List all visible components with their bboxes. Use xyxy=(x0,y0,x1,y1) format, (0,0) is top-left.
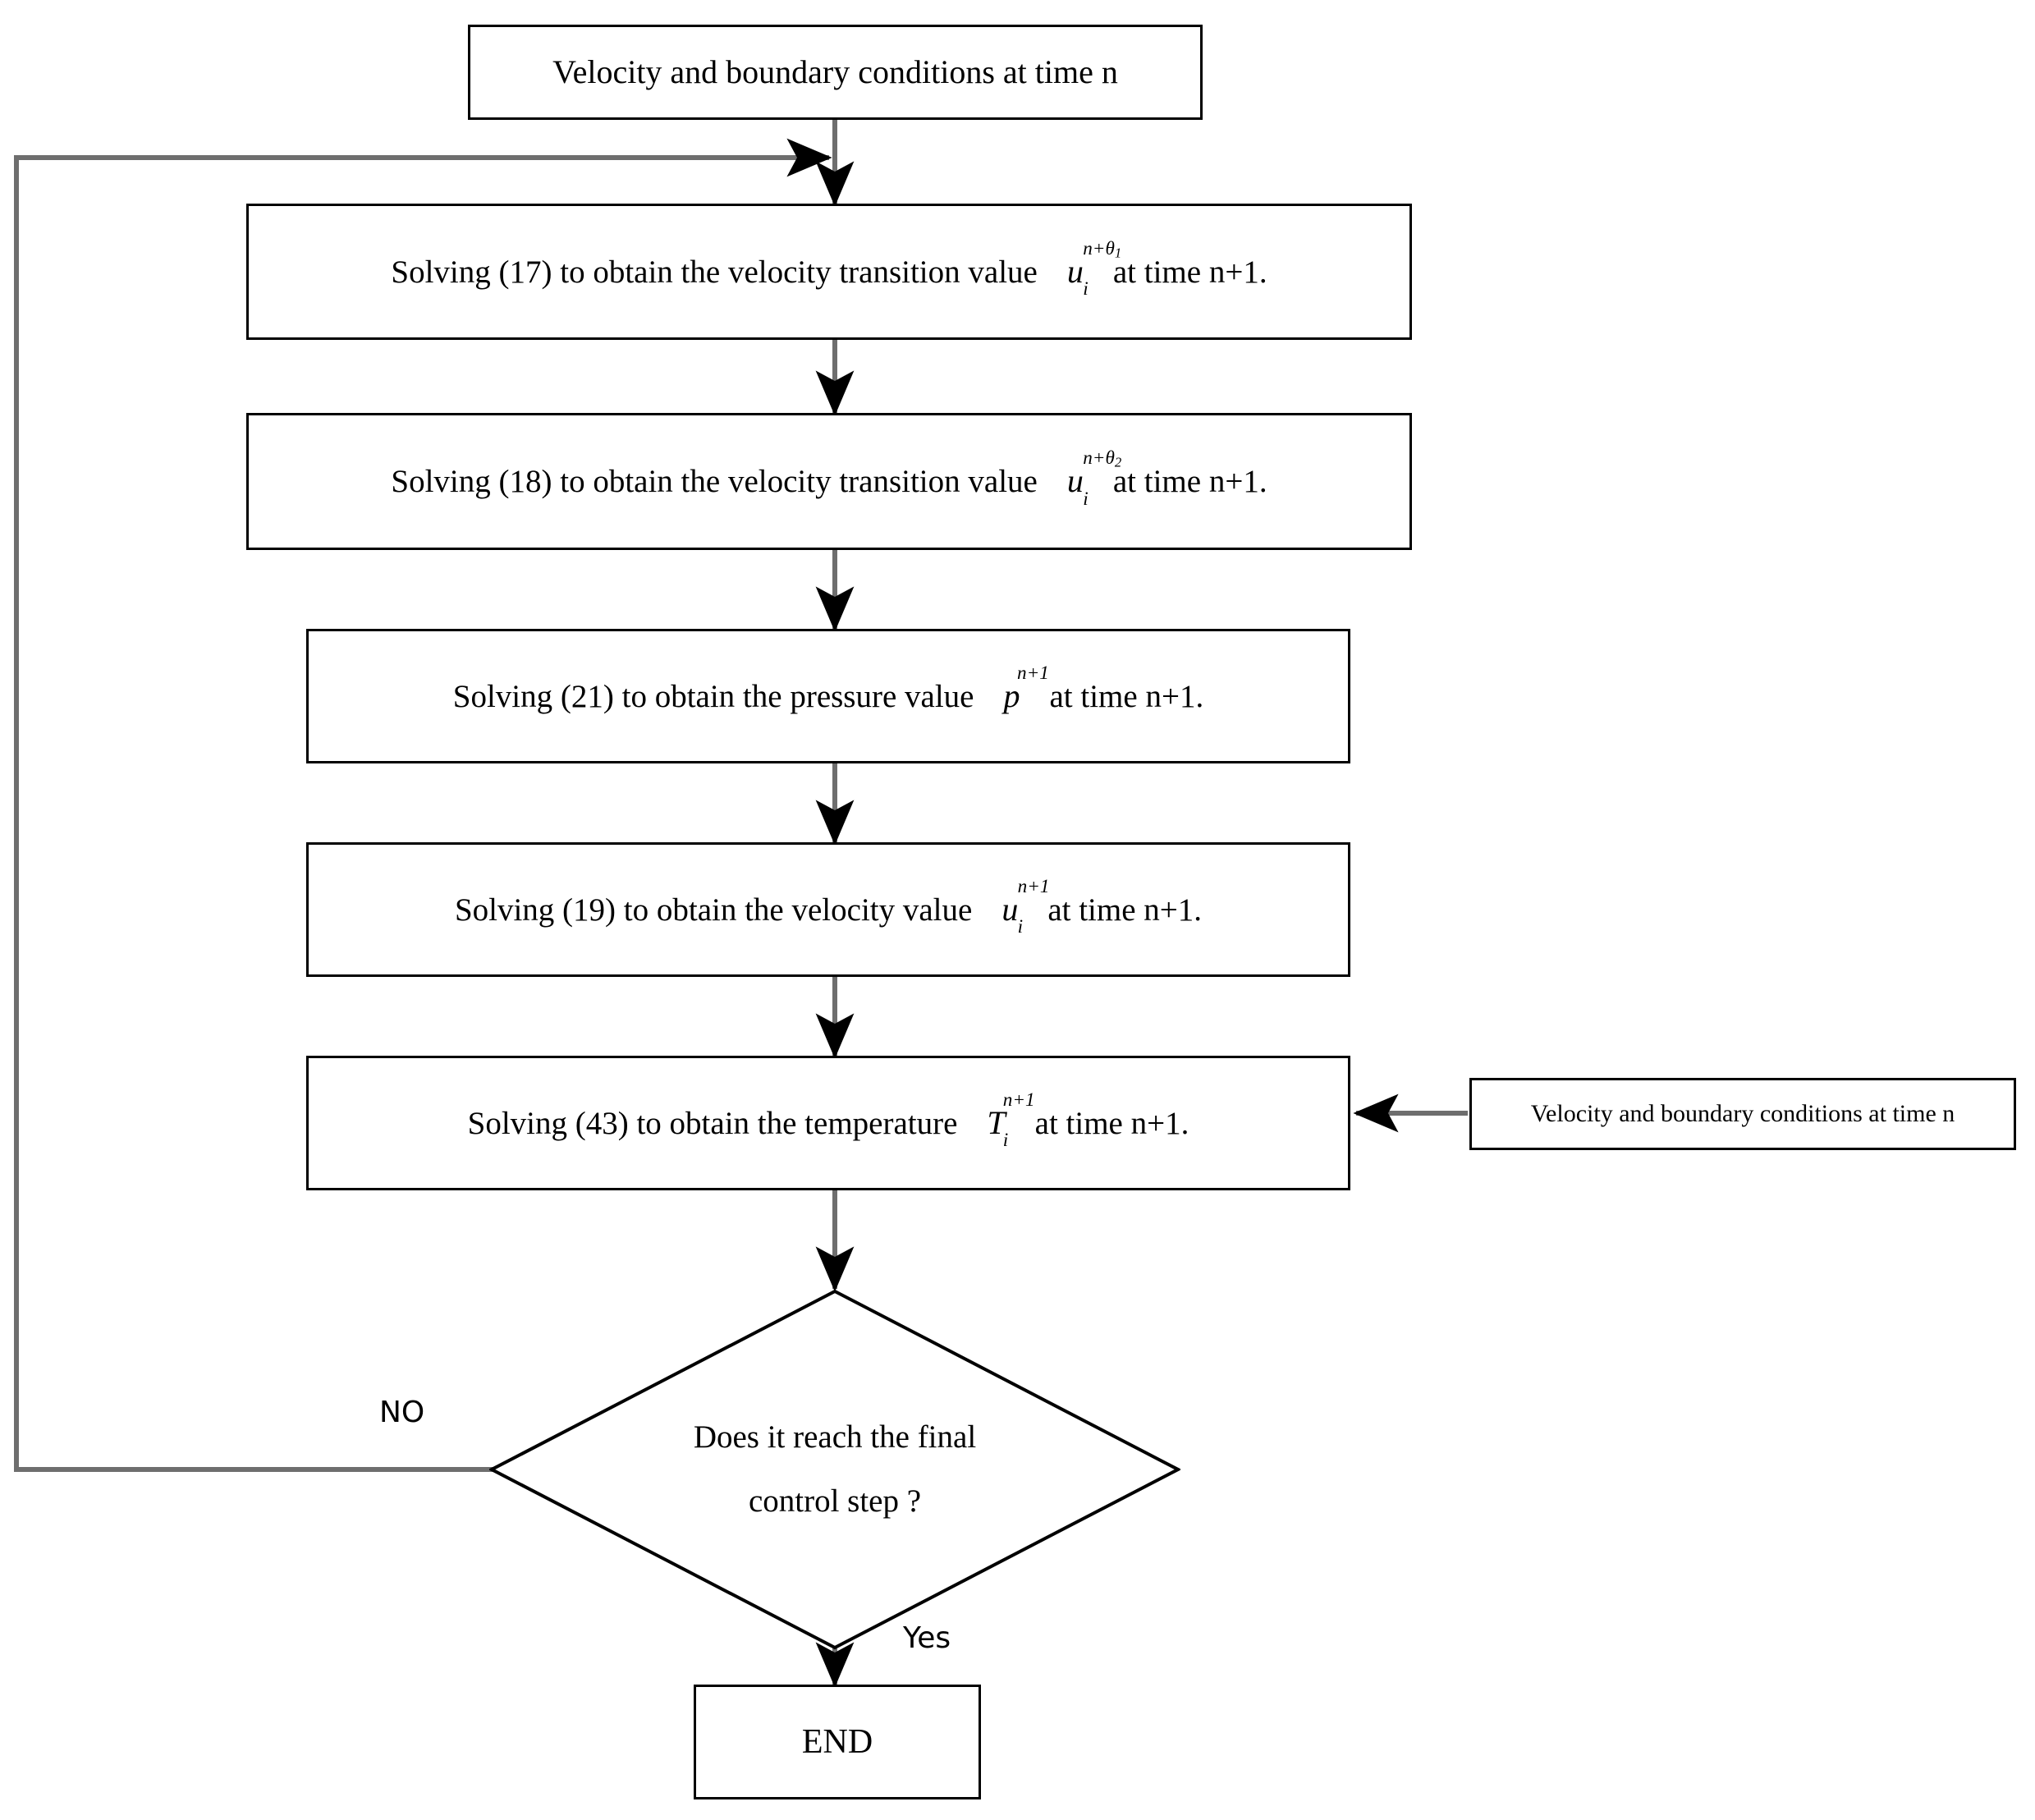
node-side-input-label: Velocity and boundary conditions at time… xyxy=(1530,1099,1955,1127)
node-step19-text-before: Solving (19) to obtain the velocity valu… xyxy=(454,892,973,928)
math-sub: i xyxy=(1083,278,1089,300)
node-step17-text-before: Solving (17) to obtain the velocity tran… xyxy=(391,254,1038,290)
node-step17-text-after: at time n+1. xyxy=(1112,254,1267,290)
node-decision-line2: control step ? xyxy=(748,1483,922,1519)
node-decision-text: Does it reach the final control step ? xyxy=(489,1289,1180,1650)
node-step21-text-before: Solving (21) to obtain the pressure valu… xyxy=(452,678,974,714)
node-start[interactable]: Velocity and boundary conditions at time… xyxy=(468,25,1203,120)
node-step18-text-after: at time n+1. xyxy=(1112,464,1267,500)
node-step19-label: Solving (19) to obtain the velocity valu… xyxy=(454,875,1203,938)
math-sup: n+θ2 xyxy=(1083,447,1122,470)
node-step17-label: Solving (17) to obtain the velocity tran… xyxy=(391,237,1267,300)
math-sub: i xyxy=(1017,916,1024,938)
math-sub: i xyxy=(1083,488,1089,510)
node-step21-label: Solving (21) to obtain the pressure valu… xyxy=(452,662,1204,719)
node-step18-text-before: Solving (18) to obtain the velocity tran… xyxy=(391,464,1038,500)
edge-label-no: NO xyxy=(379,1396,424,1429)
math-sub: i xyxy=(1002,1130,1009,1152)
edge-label-yes: Yes xyxy=(903,1621,951,1655)
node-step17[interactable]: Solving (17) to obtain the velocity tran… xyxy=(246,204,1412,340)
node-decision[interactable]: Does it reach the final control step ? xyxy=(489,1289,1180,1650)
node-step21[interactable]: Solving (21) to obtain the pressure valu… xyxy=(306,629,1350,763)
edge-label-yes-text: Yes xyxy=(903,1621,951,1655)
node-end[interactable]: END xyxy=(694,1685,981,1799)
node-decision-line1: Does it reach the final xyxy=(693,1419,977,1455)
node-step19[interactable]: Solving (19) to obtain the velocity valu… xyxy=(306,842,1350,977)
node-side-input[interactable]: Velocity and boundary conditions at time… xyxy=(1469,1078,2016,1150)
node-step43-text-before: Solving (43) to obtain the temperature xyxy=(467,1105,958,1141)
node-start-label: Velocity and boundary conditions at time… xyxy=(552,53,1118,90)
math-sup: n+1 xyxy=(1017,662,1049,684)
math-sup: n+θ1 xyxy=(1083,237,1122,261)
edge-label-no-text: NO xyxy=(379,1396,425,1429)
node-step21-text-after: at time n+1. xyxy=(1049,678,1204,714)
node-step43-text-after: at time n+1. xyxy=(1034,1105,1189,1141)
node-step19-text-after: at time n+1. xyxy=(1047,892,1203,928)
math-sup: n+1 xyxy=(1017,875,1050,897)
edge-feedback-loop xyxy=(14,138,835,1472)
node-step18-label: Solving (18) to obtain the velocity tran… xyxy=(391,447,1267,510)
math-sup: n+1 xyxy=(1002,1089,1035,1111)
node-step18[interactable]: Solving (18) to obtain the velocity tran… xyxy=(246,413,1412,550)
node-end-label: END xyxy=(801,1722,873,1761)
